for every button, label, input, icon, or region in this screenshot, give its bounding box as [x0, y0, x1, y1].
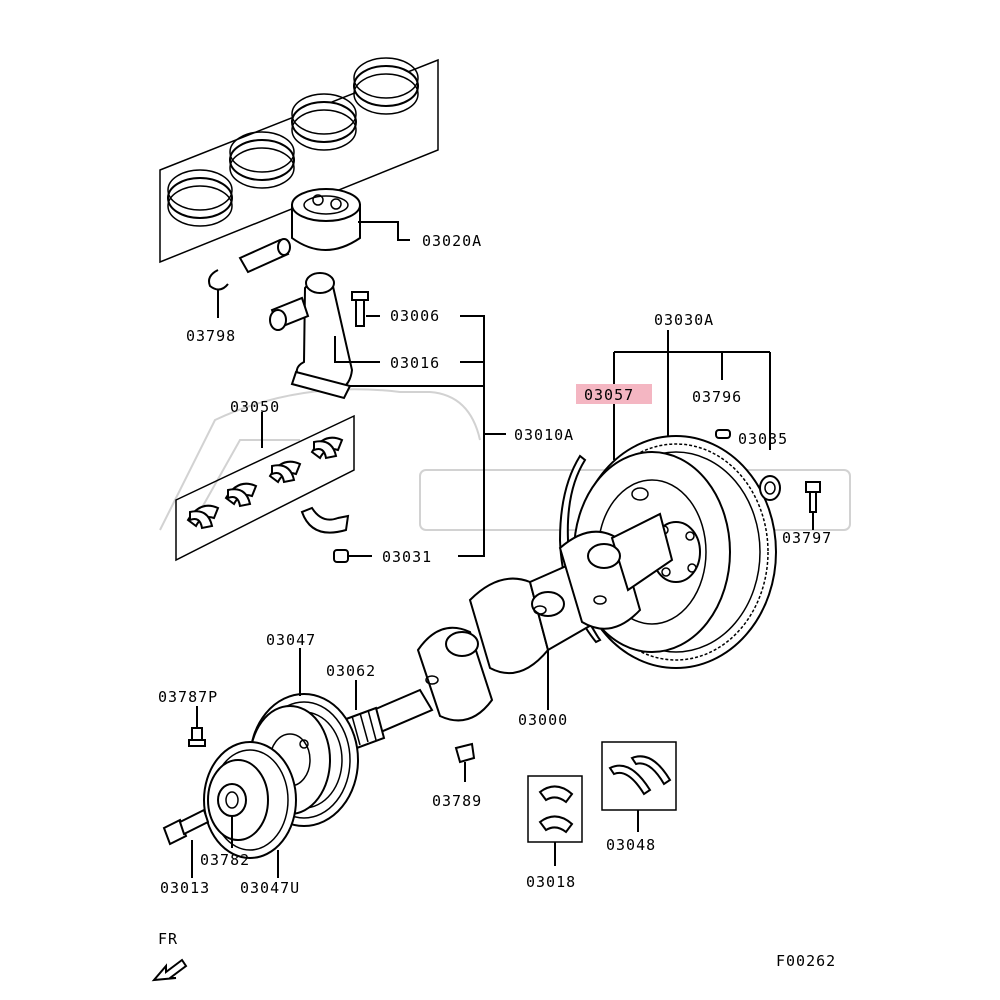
label-03031: 03031 [382, 548, 432, 566]
label-03798: 03798 [186, 327, 236, 345]
crankshaft [348, 512, 674, 742]
label-03789: 03789 [432, 792, 482, 810]
label-03010A: 03010A [514, 426, 574, 444]
crank-bolt [162, 808, 210, 846]
label-03796: 03796 [692, 388, 742, 406]
piston [291, 188, 361, 251]
connecting-rod [269, 272, 369, 400]
piston-ring-set [159, 57, 439, 274]
label-03047U: 03047U [240, 879, 300, 897]
label-03057: 03057 [584, 386, 634, 404]
thrust-washer-set [601, 741, 677, 811]
rod-cap [300, 506, 350, 534]
pilot-bearing [759, 475, 781, 501]
label-03062: 03062 [326, 662, 376, 680]
woodruff-key [454, 742, 476, 764]
main-bearing-set [527, 775, 583, 843]
ring-stack [167, 57, 419, 227]
direction-arrow-icon [151, 958, 188, 982]
label-03048: 03048 [606, 836, 656, 854]
diagram-code: F00262 [776, 952, 836, 970]
damper-pulley [203, 741, 297, 859]
label-03006: 03006 [390, 307, 440, 325]
rod-nut [333, 549, 349, 563]
dowel-pin [715, 429, 731, 439]
label-03787P: 03787P [158, 688, 218, 706]
label-03035: 03035 [738, 430, 788, 448]
label-03016: 03016 [390, 354, 440, 372]
label-03797: 03797 [782, 529, 832, 547]
label-03020A: 03020A [422, 232, 482, 250]
label-03057-highlight [576, 384, 652, 404]
piston-pin [238, 238, 291, 274]
label-03018: 03018 [526, 873, 576, 891]
label-03030A: 03030A [654, 311, 714, 329]
label-03050: 03050 [230, 398, 280, 416]
flywheel-bolt [805, 481, 821, 513]
label-03047: 03047 [266, 631, 316, 649]
direction-label: FR [158, 930, 178, 948]
bearing-shells [186, 436, 344, 530]
rod-bearing-set [175, 414, 355, 562]
label-03782: 03782 [200, 851, 250, 869]
label-03013: 03013 [160, 879, 210, 897]
pulley-small-bolt [188, 727, 206, 747]
snap-ring [208, 269, 229, 291]
label-03000: 03000 [518, 711, 568, 729]
